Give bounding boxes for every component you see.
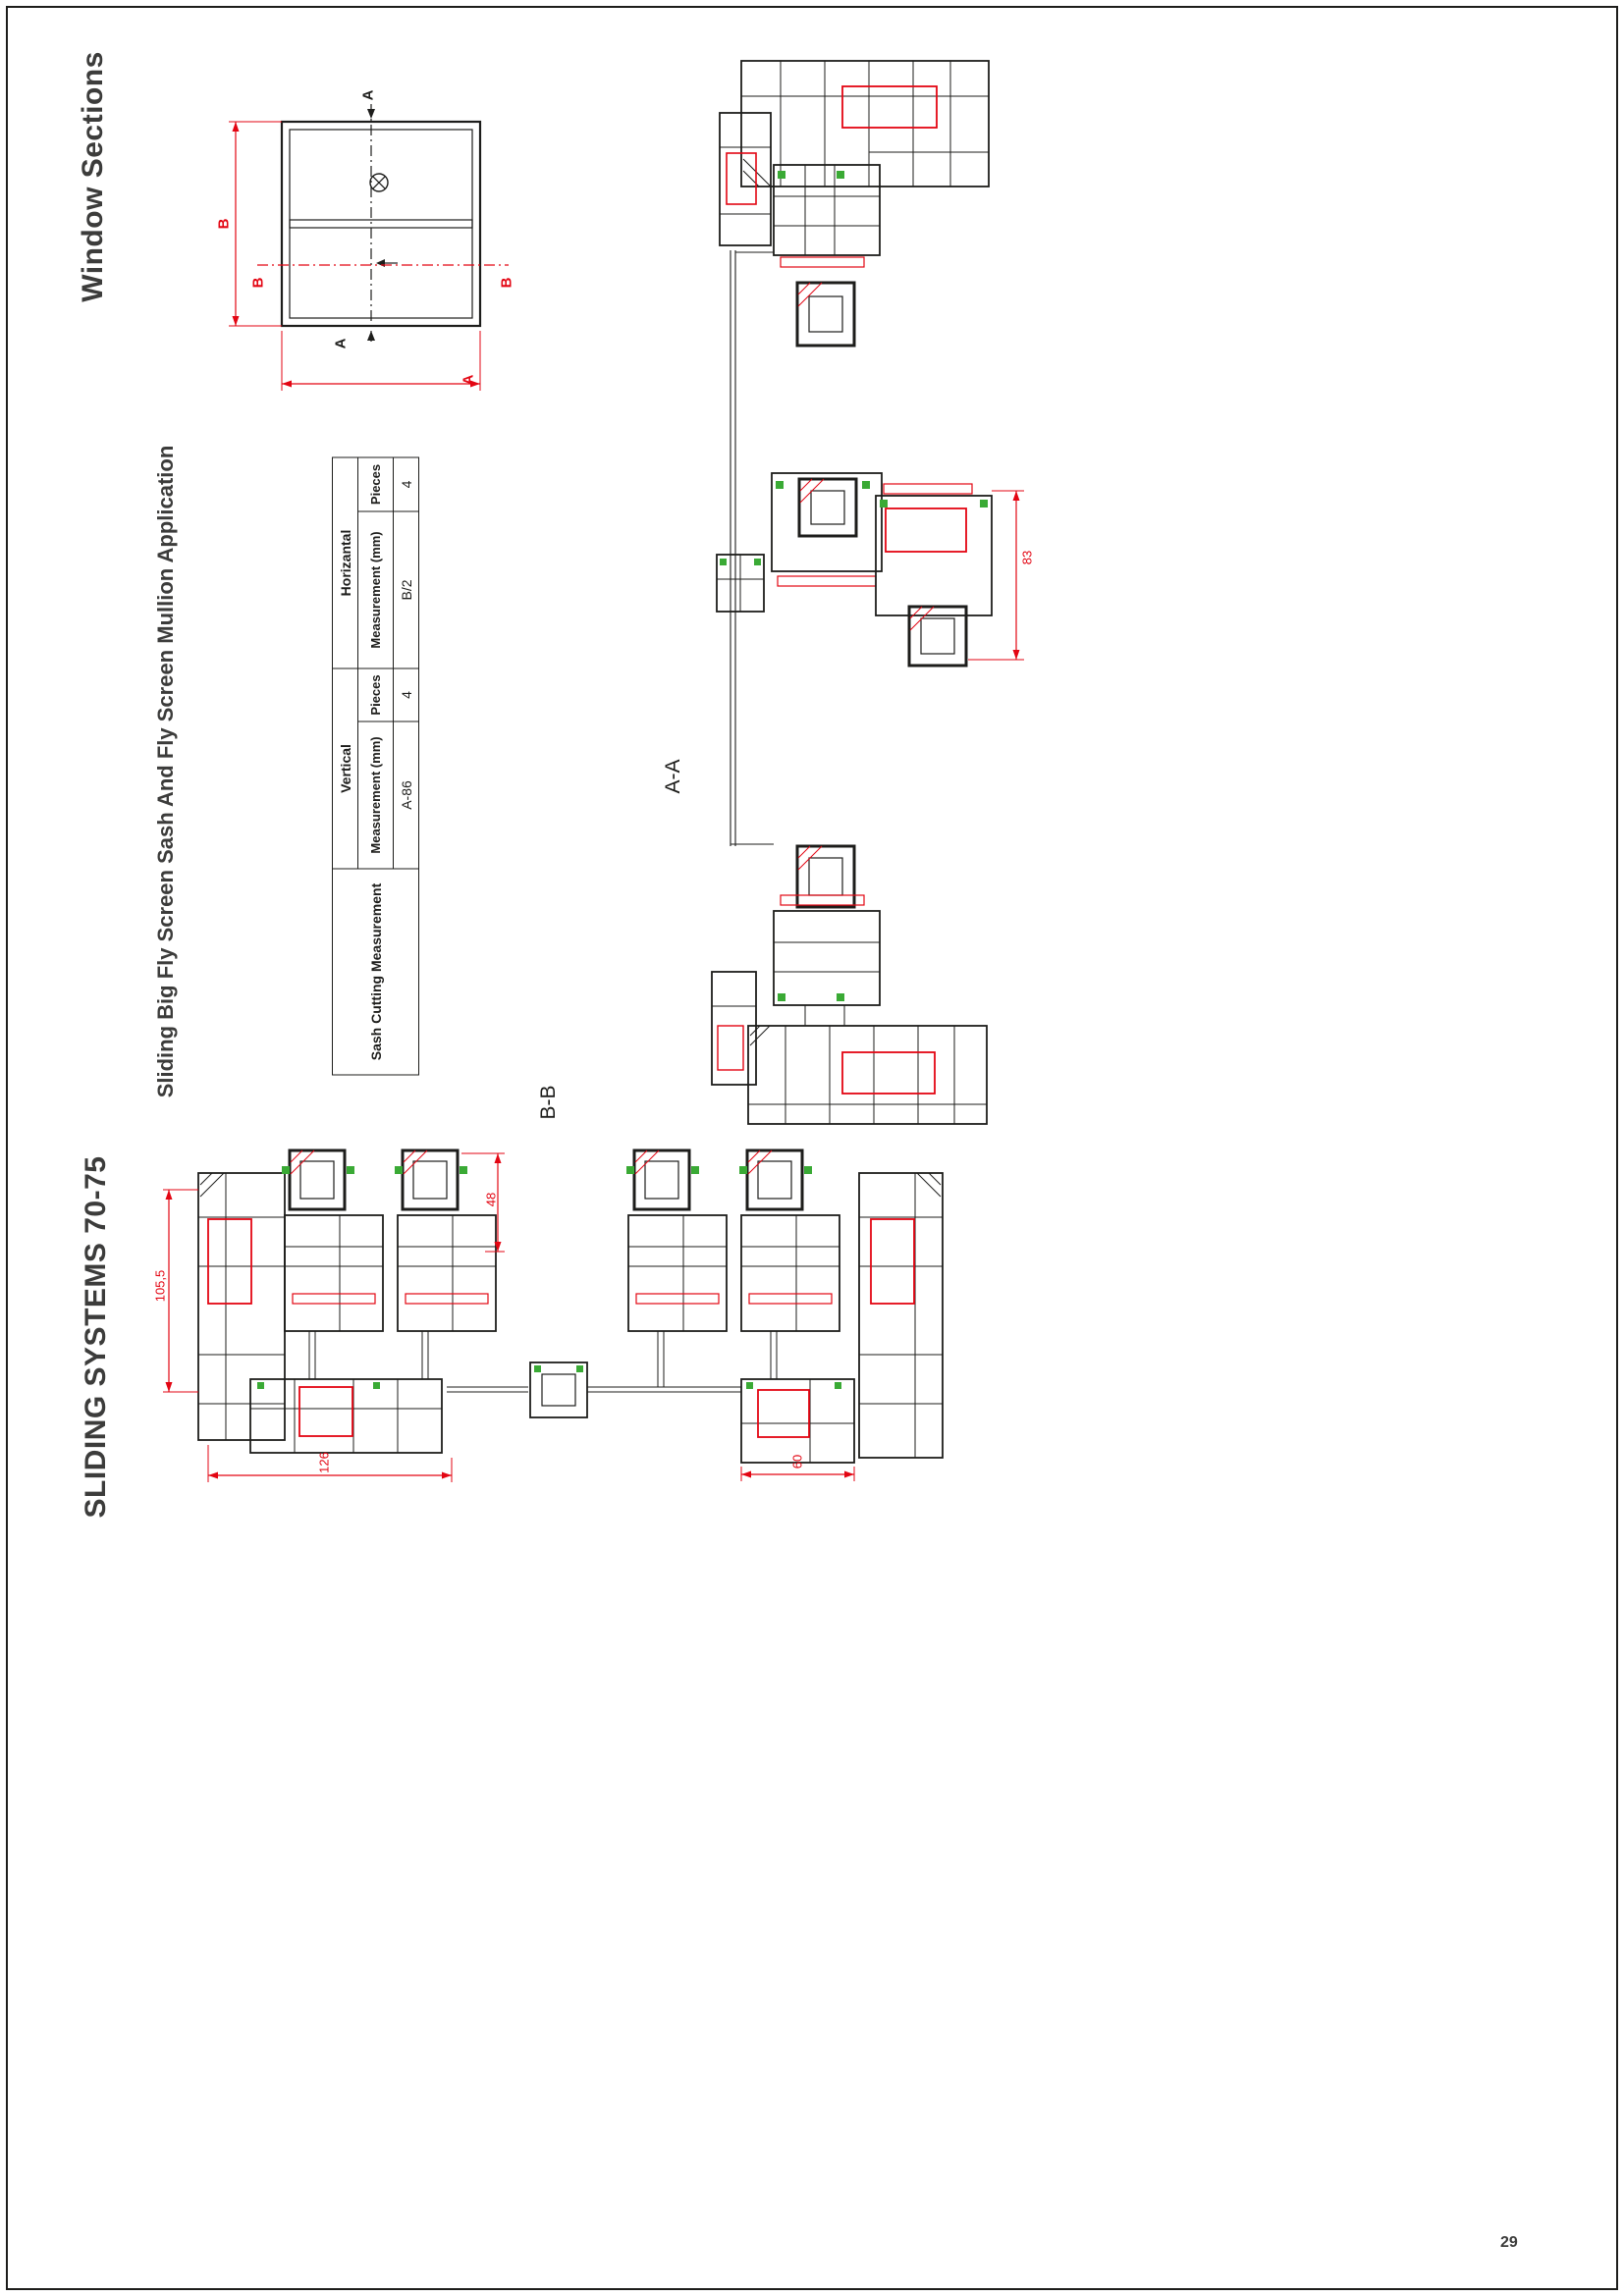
aa-glass-line xyxy=(730,250,774,846)
vertical-pieces-header: Pieces xyxy=(357,667,394,721)
window-frame-outline xyxy=(280,120,482,328)
section-mark-a-top: A xyxy=(359,89,377,101)
aa-head-frame-profile xyxy=(740,60,990,187)
application-subtitle: Sliding Big Fly Screen Sash And Fly Scre… xyxy=(153,445,178,1098)
aa-sill-frame-profile xyxy=(747,1025,988,1125)
aa-mullion-width-dim-label: 83 xyxy=(1019,550,1035,565)
system-title: SLIDING SYSTEMS 70-75 xyxy=(80,1155,112,1519)
fly-screen-symbol-icon xyxy=(369,173,389,192)
bb-right-sill-profile xyxy=(740,1378,855,1464)
height-dim-label: B xyxy=(215,218,233,230)
width-dimension-line xyxy=(281,331,481,391)
sash-cutting-table: Sash Cutting Measurement Vertical Horiza… xyxy=(332,456,419,1075)
aa-top-jamb-profile xyxy=(719,112,772,246)
bb-middle-interlock-profile xyxy=(529,1362,588,1418)
vertical-measurement-header: Measurement (mm) xyxy=(357,721,394,869)
section-bb-drawing xyxy=(163,1148,944,1482)
horizontal-pieces-header: Pieces xyxy=(357,456,394,511)
aa-bottom-jamb-profile xyxy=(711,971,757,1086)
bb-left-height-dim-label: 105,5 xyxy=(152,1269,168,1303)
bb-sash-3 xyxy=(626,1148,728,1387)
section-aa-drawing xyxy=(711,60,1024,1125)
bb-left-sill-profile xyxy=(249,1378,443,1454)
section-mark-b-right: B xyxy=(498,277,515,289)
page-title: Window Sections xyxy=(77,51,109,302)
section-bb-label: B-B xyxy=(537,1085,560,1120)
bb-glass-lines xyxy=(447,1386,741,1393)
horizontal-measurement-value: B/2 xyxy=(393,510,419,668)
section-aa-label: A-A xyxy=(662,759,684,794)
bb-left-height-dimension xyxy=(163,1189,198,1393)
aa-middle-lower-sash xyxy=(875,483,993,667)
bb-left-jamb-profile xyxy=(197,1172,286,1441)
bb-sash-2 xyxy=(395,1148,497,1379)
aa-bottom-sash-profile xyxy=(773,894,881,1026)
table-group-horizontal: Horizantal xyxy=(332,456,358,668)
height-dimension-line xyxy=(229,121,282,327)
bb-right-width-dim-label: 60 xyxy=(789,1454,805,1469)
aa-top-sash-profile xyxy=(773,164,881,268)
horizontal-pieces-value: 4 xyxy=(393,456,419,511)
aa-mullion-width-dimension xyxy=(968,490,1024,661)
bb-right-width-dimension xyxy=(740,1467,855,1481)
section-mark-b-left: B xyxy=(249,277,267,289)
aa-middle-upper-sash xyxy=(771,472,883,587)
aa-top-flyscreen-cassette xyxy=(795,281,856,347)
section-line-a xyxy=(367,104,398,346)
aa-mullion-clip-profile xyxy=(716,554,765,613)
bb-sash-depth-dimension xyxy=(461,1152,505,1253)
aa-bottom-flyscreen-cassette xyxy=(795,844,856,909)
horizontal-measurement-header: Measurement (mm) xyxy=(357,510,394,668)
page-border xyxy=(6,6,1618,2290)
section-mark-a-bottom: A xyxy=(332,338,350,349)
page-number: 29 xyxy=(1500,2234,1518,2251)
bb-sash-1 xyxy=(282,1148,384,1379)
bb-sash-4 xyxy=(739,1148,840,1379)
vertical-measurement-value: A-86 xyxy=(393,721,419,869)
bb-right-jamb-profile xyxy=(858,1172,944,1459)
vertical-pieces-value: 4 xyxy=(393,667,419,721)
width-dim-label: A xyxy=(460,374,477,386)
table-row-header: Sash Cutting Measurement xyxy=(332,869,419,1075)
sash-cutting-table-wrap: Sash Cutting Measurement Vertical Horiza… xyxy=(332,456,419,1076)
bb-left-width-dimension xyxy=(207,1445,453,1482)
bb-sash-depth-dim-label: 48 xyxy=(483,1192,499,1207)
table-group-vertical: Vertical xyxy=(332,667,358,869)
window-elevation-schematic xyxy=(229,104,509,391)
bb-left-width-dim-label: 126 xyxy=(316,1452,332,1473)
